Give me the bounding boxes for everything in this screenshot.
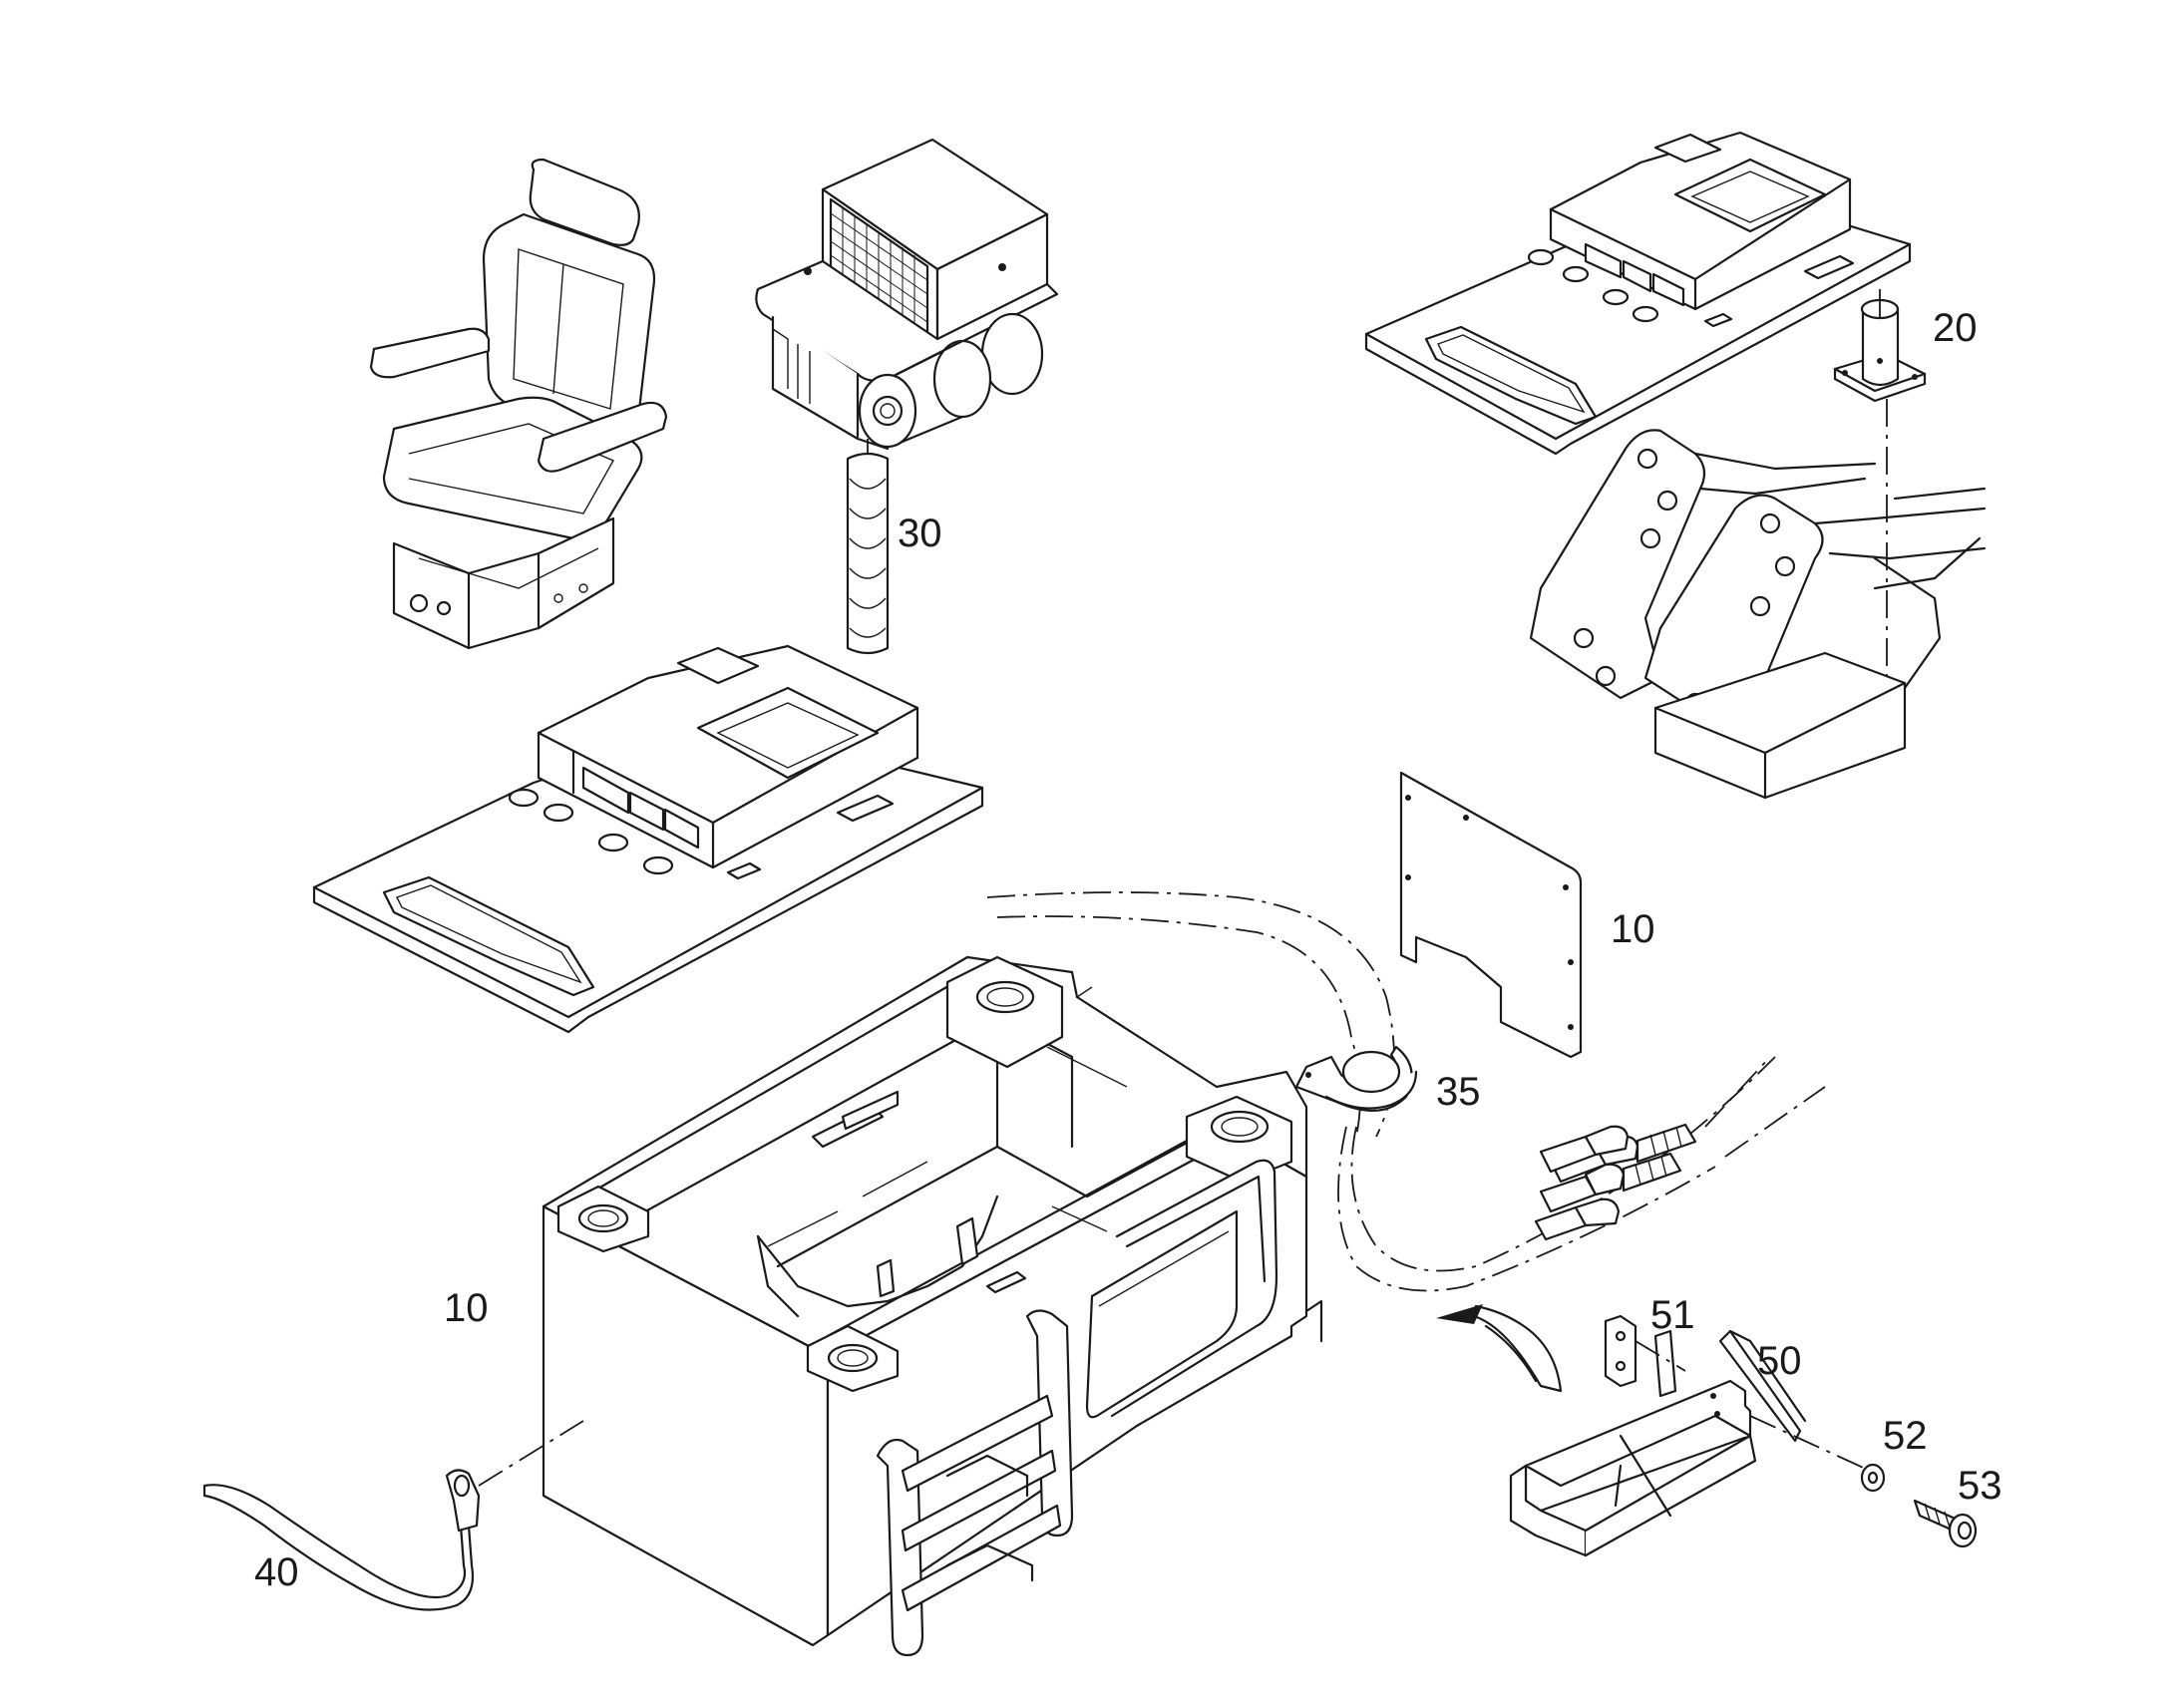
callout-10-frame: 10 [444,1286,489,1330]
fitting-b [1539,1152,1682,1213]
bolt-53 [1913,1499,1978,1548]
fitting-c [1534,1197,1621,1241]
callout-53: 53 [1958,1464,2002,1508]
callout-20: 20 [1933,306,1978,350]
fitting-d [1539,1125,1630,1174]
floor-panel-right [1364,131,1912,456]
cover-plate-10 [1399,771,1583,1059]
heater-hose-30 [846,439,890,655]
storage-tray-50 [1509,1329,1807,1557]
callout-40: 40 [254,1550,299,1594]
operator-seat [369,158,668,650]
hose-fittings [1534,1123,1697,1241]
bracket-51 [1604,1314,1686,1388]
orientation-arrow [1436,1304,1563,1393]
mounting-brackets [1529,429,1987,800]
floor-panel-left [312,644,984,1034]
callout-35: 35 [1436,1070,1481,1114]
washer-52 [1749,1415,1886,1493]
callout-52: 52 [1883,1414,1928,1458]
ground-cable-40 [202,1420,584,1611]
access-ladder [876,1309,1074,1657]
heater-unit [755,138,1059,451]
callout-50: 50 [1757,1339,1802,1383]
post-20 [1833,289,1927,678]
cab-frame-10 [542,955,1323,1657]
callout-30: 30 [898,512,942,555]
callout-51: 51 [1650,1293,1695,1337]
callout-10-panel: 10 [1611,907,1655,951]
hose-clamp-35 [1294,1045,1418,1112]
